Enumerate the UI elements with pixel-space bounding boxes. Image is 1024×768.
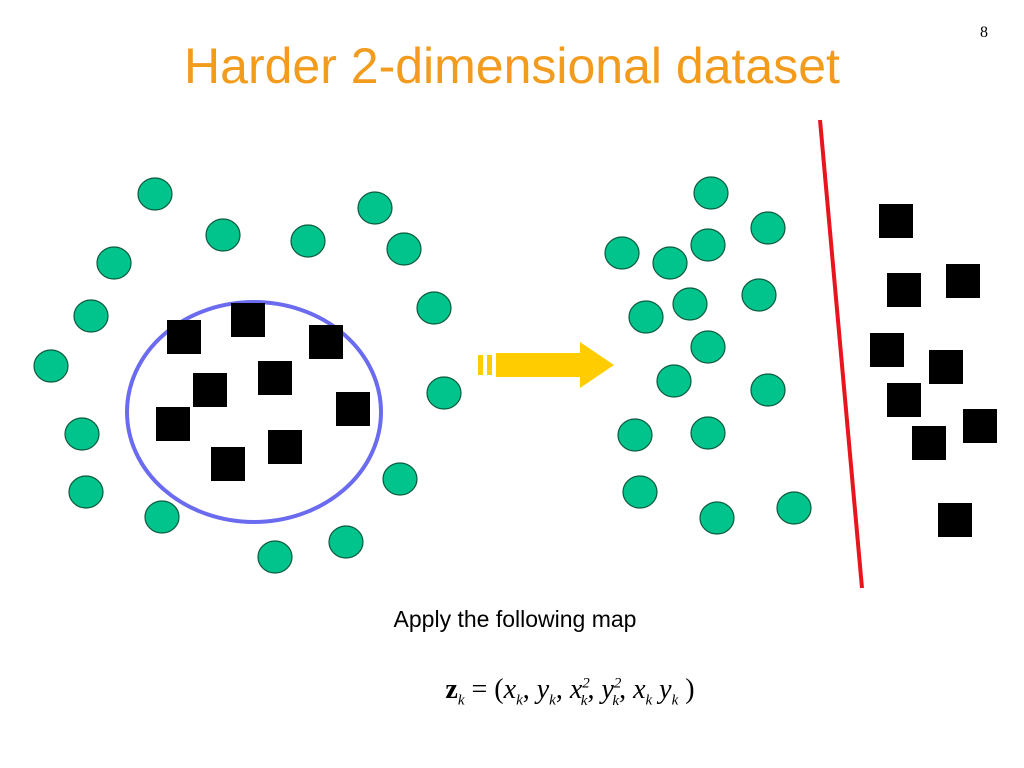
original-square-point <box>309 325 343 359</box>
formula-term-1: x <box>503 674 517 705</box>
mapped-circle-point <box>690 228 726 262</box>
mapped-square-points <box>870 204 997 537</box>
page-number: 8 <box>980 24 988 41</box>
formula-term-4: y <box>601 674 614 705</box>
mapped-circle-point <box>690 416 726 450</box>
mapped-square-point <box>912 426 946 460</box>
formula-lhs-symbol: z <box>445 674 458 705</box>
mapped-square-point <box>963 409 997 443</box>
formula-close: ) <box>685 674 695 705</box>
mapped-circle-point <box>776 491 812 525</box>
original-circle-point <box>357 191 393 225</box>
slide-title: Harder 2-dimensional dataset <box>184 38 840 94</box>
mapped-circle-point <box>617 418 653 452</box>
mapped-circle-point <box>604 236 640 270</box>
formula-term-4-sub: k <box>612 692 620 709</box>
original-circle-point <box>416 291 452 325</box>
formula-term-5b-sub: k <box>671 692 679 709</box>
mapped-square-point <box>938 503 972 537</box>
original-circle-point <box>382 462 418 496</box>
right-arrow-icon <box>478 342 614 388</box>
original-square-point <box>336 392 370 426</box>
original-square-point <box>156 407 190 441</box>
formula-term-3-sub: k <box>580 692 588 709</box>
formula-term-2: y <box>536 674 550 705</box>
formula-lhs-sub: k <box>457 692 465 709</box>
mapped-circle-point <box>656 364 692 398</box>
feature-map-formula: zk = (xk, yk, x2k, y2k, xk yk ) <box>445 674 695 709</box>
original-square-points <box>156 303 370 481</box>
separating-line <box>818 119 864 589</box>
mapped-circle-point <box>672 287 708 321</box>
original-circle-points <box>33 177 462 574</box>
formula-term-3-sup: 2 <box>582 675 590 692</box>
original-circle-point <box>96 246 132 280</box>
mapped-circle-point <box>628 300 664 334</box>
original-circle-point <box>64 417 100 451</box>
mapped-circle-point <box>693 176 729 210</box>
mapped-circle-point <box>622 475 658 509</box>
formula-term-5a: x <box>633 674 646 705</box>
mapped-square-point <box>929 350 963 384</box>
original-circle-point <box>328 525 364 559</box>
original-circle-point <box>205 218 241 252</box>
formula-equals: = ( <box>471 674 504 705</box>
formula-term-3: x <box>569 674 583 705</box>
mapped-square-point <box>887 273 921 307</box>
mapped-square-point <box>870 333 904 367</box>
formula-term-5a-sub: k <box>645 692 653 709</box>
mapped-circle-point <box>750 211 786 245</box>
original-square-point <box>193 373 227 407</box>
original-square-point <box>268 430 302 464</box>
original-square-point <box>231 303 265 337</box>
mapped-circle-point <box>750 373 786 407</box>
original-square-point <box>167 320 201 354</box>
formula-term-1-sub: k <box>516 692 523 709</box>
formula-term-5b: y <box>659 674 672 705</box>
formula-term-2-sub: k <box>549 692 556 709</box>
mapped-circle-points <box>604 176 812 535</box>
formula-term-4-sup: 2 <box>613 675 622 692</box>
original-circle-point <box>426 376 462 410</box>
map-caption: Apply the following map <box>393 606 637 632</box>
original-square-point <box>211 447 245 481</box>
mapped-circle-point <box>652 246 688 280</box>
original-circle-point <box>144 500 180 534</box>
original-circle-point <box>68 475 104 509</box>
original-circle-point <box>137 177 173 211</box>
mapped-circle-point <box>741 278 777 312</box>
original-circle-point <box>290 224 326 258</box>
mapped-circle-point <box>699 501 735 535</box>
mapped-square-point <box>946 264 980 298</box>
original-circle-point <box>73 299 109 333</box>
mapped-square-point <box>879 204 913 238</box>
mapped-circle-point <box>690 330 726 364</box>
original-square-point <box>258 361 292 395</box>
inner-class-ring <box>125 300 383 524</box>
original-circle-point <box>33 349 69 383</box>
original-circle-point <box>386 232 422 266</box>
mapped-square-point <box>887 383 921 417</box>
original-circle-point <box>257 540 293 574</box>
